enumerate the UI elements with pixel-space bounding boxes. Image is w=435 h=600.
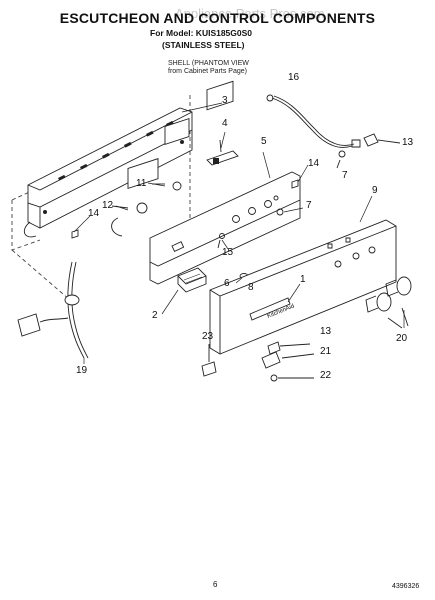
callout-7: 7 <box>342 170 348 181</box>
callout-2: 2 <box>152 310 158 321</box>
part-23-bracket <box>202 344 216 376</box>
callout-14: 14 <box>308 158 320 169</box>
callout-4: 4 <box>222 118 228 129</box>
callout-13: 13 <box>402 137 414 148</box>
part-4-switch <box>207 81 238 165</box>
page-number: 6 <box>213 580 218 589</box>
callout-6: 6 <box>224 278 230 289</box>
part-5-inner-plate <box>150 172 300 284</box>
part-3-mounting-bracket <box>24 108 192 237</box>
part-7-screw-top <box>337 151 345 168</box>
model-number: For Model: KUIS185G0S0 <box>150 28 253 38</box>
finish-label: (STAINLESS STEEL) <box>162 40 245 50</box>
callout-5: 5 <box>261 136 267 147</box>
part-13-clip-lower <box>268 342 310 354</box>
part-19-wire-harness <box>18 262 88 358</box>
shell-note-line-2: from Cabinet Parts Page) <box>168 68 247 75</box>
callout-21: 21 <box>320 346 332 357</box>
callout-12: 12 <box>102 200 114 211</box>
callout-7-lower: 7 <box>306 200 312 211</box>
callout-8: 8 <box>248 282 254 293</box>
callout-1: 1 <box>300 274 306 285</box>
callout-19: 19 <box>76 365 88 376</box>
part-7-screw-lower <box>277 209 283 215</box>
callout-22: 22 <box>320 370 332 381</box>
part-21-bracket <box>262 352 314 368</box>
part-2-connector <box>178 268 206 292</box>
part-16-ground-wire <box>267 95 360 147</box>
part-14-screws <box>72 180 298 238</box>
part-9-escutcheon-panel <box>210 220 396 354</box>
shell-phantom-note: SHELL (PHANTOM VIEW from Cabinet Parts P… <box>168 60 249 76</box>
callout-20: 20 <box>396 333 408 344</box>
callout-3: 3 <box>222 95 228 106</box>
document-number: 4396326 <box>392 583 420 590</box>
part-11-selector-switch <box>152 119 189 190</box>
part-13-clip-top <box>364 134 400 146</box>
part-20-knobs <box>366 277 411 328</box>
shell-note-line-1: SHELL (PHANTOM VIEW <box>168 60 249 67</box>
callout-15: 15 <box>222 247 234 258</box>
callout-11: 11 <box>136 178 147 189</box>
leader-lines <box>74 103 404 364</box>
callout-16: 16 <box>288 72 300 83</box>
callout-23: 23 <box>202 331 214 342</box>
part-15-screw <box>218 234 225 249</box>
callout-14-lower: 14 <box>88 208 100 219</box>
page-title: ESCUTCHEON AND CONTROL COMPONENTS <box>59 10 376 26</box>
part-12-control <box>112 159 158 236</box>
part-22-screw <box>271 375 314 381</box>
callout-9: 9 <box>372 185 378 196</box>
callout-13-lower: 13 <box>320 326 332 337</box>
